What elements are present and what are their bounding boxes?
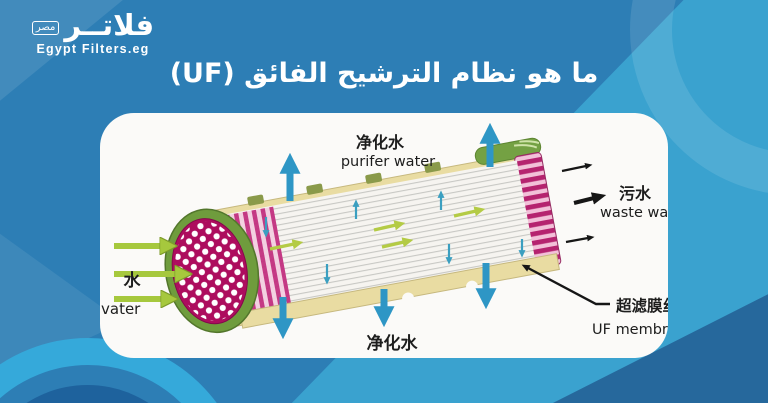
- uf-diagram: 净化水 purifer water 污水 waste wat 水 vater 净…: [101, 122, 668, 354]
- page-title: ما هو نظام الترشيح الفائق (UF): [169, 58, 599, 89]
- brand-badge-arabic: مصر: [31, 21, 60, 36]
- label-waste-en: waste wat: [600, 205, 668, 221]
- label-feed-en: vater: [101, 300, 141, 318]
- fiber-holes: [175, 221, 245, 321]
- label-purified-top-zh: 净化水: [356, 133, 405, 152]
- label-purified-top-en: purifer water: [341, 154, 435, 170]
- label-waste-zh: 污水: [619, 184, 652, 203]
- label-purified-bottom-zh: 净化水: [367, 333, 419, 354]
- bottom-notch: [466, 280, 479, 293]
- bottom-notch: [402, 292, 415, 305]
- label-feed-zh: 水: [124, 270, 142, 291]
- purified-water-arrows: [272, 122, 501, 340]
- brand-name-arabic: فلاتــر: [64, 8, 155, 42]
- internal-permeate-arrows: [262, 190, 526, 285]
- label-membrane-zh: 超滤膜丝: [615, 296, 668, 315]
- label-membrane-en: UF membran: [592, 322, 668, 338]
- waste-water-arrows: [561, 162, 607, 244]
- brand-logo: فلاتــر مصر Egypt Filters.eg: [18, 10, 168, 56]
- green-cap-highlights: [513, 140, 540, 149]
- feed-water-arrows: [114, 246, 177, 299]
- fiber-bundle: [215, 160, 537, 321]
- membrane-callout-line: [521, 264, 610, 306]
- diagram-card: 净化水 purifer water 污水 waste wat 水 vater 净…: [100, 113, 668, 358]
- internal-feed-arrows: [269, 206, 486, 251]
- brand-tagline: Egypt Filters.eg: [36, 42, 150, 57]
